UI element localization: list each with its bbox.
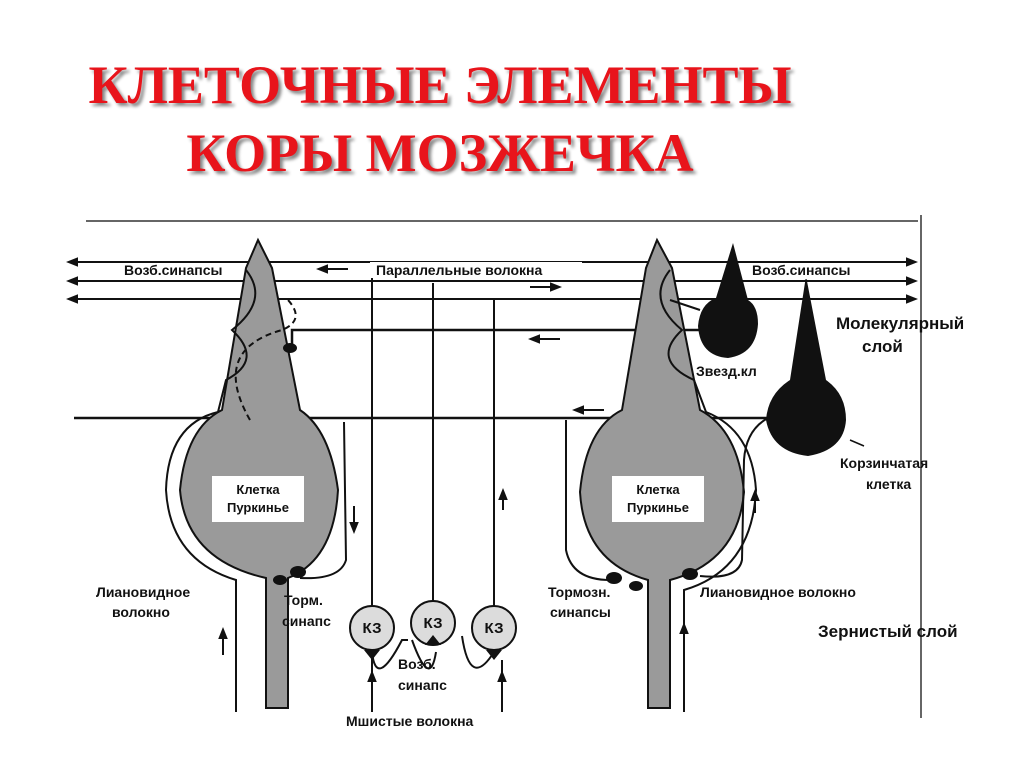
- stellate-cell: [669, 243, 758, 358]
- purkinje-label-left-2: Пуркинье: [227, 500, 289, 515]
- mossy-rosettes: [364, 635, 502, 660]
- mossy-fibers-label: Мшистые волокна: [346, 713, 474, 729]
- molecular-layer-label-2: слой: [862, 337, 903, 356]
- basket-cell-label-1: Корзинчатая: [840, 455, 928, 471]
- inh-synapses-label-1: Тормозн.: [548, 584, 610, 600]
- purkinje-label-right-1: Клетка: [636, 482, 680, 497]
- basket-cell: [766, 276, 846, 456]
- inh-synapses-label-2: синапсы: [550, 604, 611, 620]
- inhibitory-synapse-right-2: [682, 568, 698, 580]
- inhibitory-synapse-left: [290, 566, 306, 578]
- granular-layer-label: Зернистый слой: [818, 622, 958, 641]
- inhibitory-synapse-left-2: [273, 575, 287, 585]
- purkinje-cell-left: Клетка Пуркинье: [178, 237, 340, 709]
- granule-axons: [371, 270, 503, 712]
- purkinje-label-right-2: Пуркинье: [627, 500, 689, 515]
- granule-cell-label-1: КЗ: [362, 620, 381, 637]
- exc-synapses-right-label: Возб.синапсы: [752, 262, 850, 278]
- title-line-1: КЛЕТОЧНЫЕ ЭЛЕМЕНТЫ: [88, 55, 792, 115]
- exc-synapse-label-1: Возб.: [398, 656, 436, 672]
- molecular-layer-label-1: Молекулярный: [836, 314, 964, 333]
- basket-cell-label-2: клетка: [866, 476, 911, 492]
- title-line-2: КОРЫ МОЗЖЕЧКА: [186, 123, 694, 183]
- climbing-fiber-left: [164, 269, 257, 712]
- granule-cell-1: КЗ: [349, 605, 395, 651]
- purkinje-label-left-1: Клетка: [236, 482, 280, 497]
- basket-axon-left: [234, 299, 297, 421]
- exc-label-left-bg: [120, 263, 238, 279]
- climbing-fiber-left-label-2: волокно: [112, 604, 170, 620]
- inhibitory-synapse-right-3: [629, 581, 643, 591]
- purkinje-label-box-right: [612, 476, 704, 522]
- purkinje-cell-right: Клетка Пуркинье: [578, 237, 746, 709]
- parallel-fibers-label: Параллельные волокна: [376, 262, 543, 278]
- exc-synapse-label-2: синапс: [398, 677, 447, 693]
- stellate-synapse-left: [283, 343, 297, 353]
- inhibitory-synapse-right: [606, 572, 622, 584]
- granule-cell-3: КЗ: [471, 605, 517, 651]
- inh-synapse-label-2: синапс: [282, 613, 331, 629]
- basket-collateral-right-2: [699, 417, 769, 578]
- basket-collateral-left: [299, 421, 348, 580]
- granule-cell-label-3: КЗ: [484, 620, 503, 637]
- purkinje-label-box-left: [212, 476, 304, 522]
- basket-pointer: [849, 439, 865, 447]
- stellate-cell-label: Звезд.кл: [696, 363, 757, 379]
- climbing-fiber-left-label-1: Лиановидное: [96, 584, 190, 600]
- climbing-fiber-right-label: Лиановидное волокно: [700, 584, 856, 600]
- parallel-label-bg: [370, 262, 582, 278]
- granule-cell-label-2: КЗ: [423, 615, 442, 632]
- inh-synapse-label-1: Торм.: [284, 592, 323, 608]
- basket-collateral-right: [565, 420, 611, 581]
- stellate-axon: [290, 328, 700, 345]
- climbing-fiber-right: [659, 269, 758, 712]
- exc-synapses-left-label: Возб.синапсы: [124, 262, 222, 278]
- exc-label-right-bg: [750, 263, 868, 279]
